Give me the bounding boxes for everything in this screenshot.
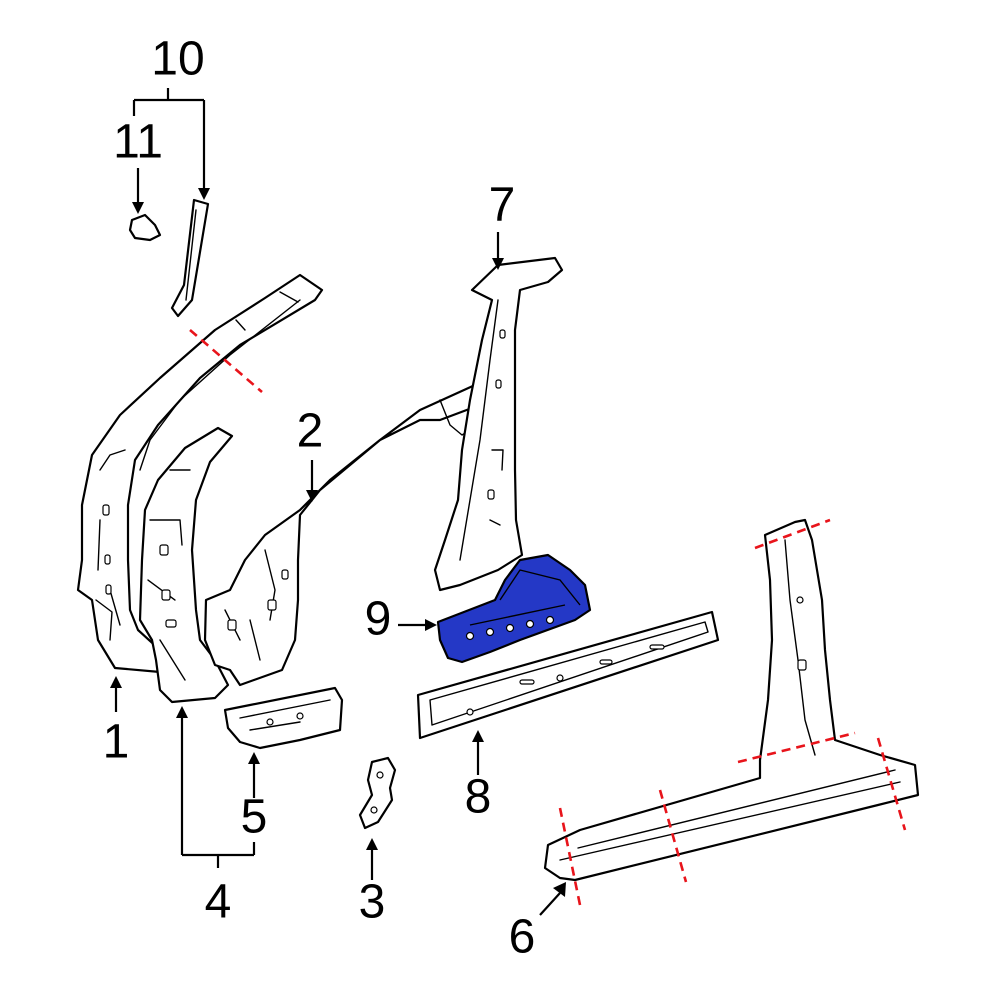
- part-8-rocker-reinforcement[interactable]: [416, 610, 720, 740]
- cut-lines: [189, 329, 907, 906]
- callout-1: 1: [103, 716, 130, 769]
- part-10-strip[interactable]: [170, 198, 210, 318]
- callout-5: 5: [241, 791, 268, 844]
- callout-3: 3: [359, 876, 386, 929]
- part-4-front-pillar-inner[interactable]: [138, 426, 234, 704]
- callout-2: 2: [297, 405, 324, 458]
- leader-lines: [110, 88, 566, 916]
- part-3-small-bracket[interactable]: [358, 756, 397, 830]
- part-2-hinge-pillar[interactable]: [203, 383, 482, 687]
- part-9-reinforcement-highlighted[interactable]: [436, 553, 592, 664]
- part-11-clip[interactable]: [128, 213, 162, 242]
- callout-9: 9: [365, 593, 392, 646]
- part-6-rocker-panel[interactable]: [543, 518, 920, 882]
- callout-4: 4: [205, 876, 232, 929]
- callout-8: 8: [465, 771, 492, 824]
- part-1-front-pillar-outer[interactable]: [76, 273, 324, 674]
- callout-6: 6: [509, 911, 536, 964]
- callout-7: 7: [489, 179, 516, 232]
- part-5-bracket[interactable]: [223, 686, 344, 750]
- callout-11: 11: [113, 116, 163, 169]
- callout-10: 10: [151, 33, 204, 86]
- part-7-center-pillar[interactable]: [433, 256, 564, 592]
- callout-labels: 10 11 7 2 9 1 5 8 4 3 6: [103, 33, 536, 964]
